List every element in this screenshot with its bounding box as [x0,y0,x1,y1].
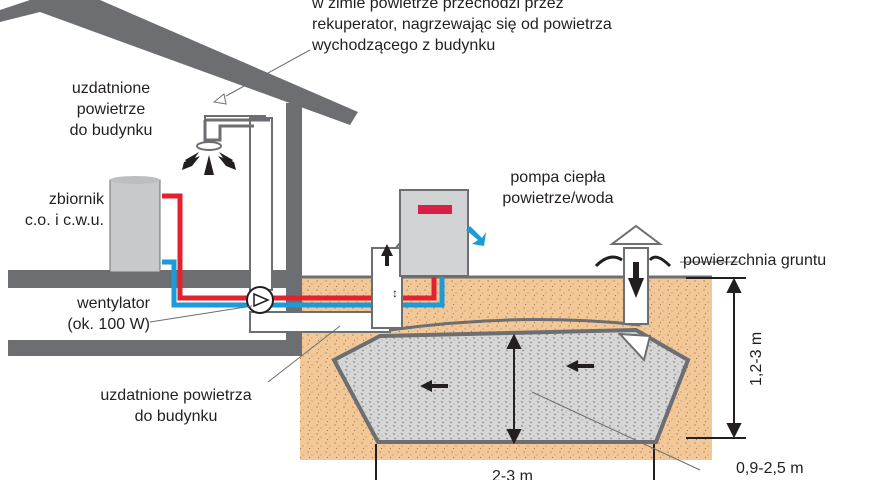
height-dimension [506,333,522,445]
treated-air-in-line-1: uzdatnione [71,80,151,97]
width-dimension [375,444,655,480]
gravel-bed [331,327,691,444]
tank-top [110,176,160,184]
basement-floor [8,340,302,356]
depth-label: 1,2-3 m [748,331,765,386]
treated-air-bottom-label: uzdatnione powietrza do budynku [78,385,274,427]
heat-pump-air-in-arrow [381,244,393,266]
width-label: 2-3 m [492,468,533,480]
chimney-right-swirl [648,255,672,268]
exhaust-chimney [623,247,649,325]
recuperator-leader-arrowhead [212,93,227,105]
house-wall [286,103,302,275]
roof [0,0,358,125]
recuperator-note-line-3: wychodzącego z budynku [312,37,496,54]
vertical-supply-duct [249,117,273,291]
fan-label: wentylator (ok. 100 W) [0,293,150,335]
heat-pump-label: pompa ciepła powietrze/woda [478,167,638,209]
air-outflow-arrows [182,152,236,175]
chimney-down-arrow [628,278,644,298]
heat-pump-label-line-2: powietrze/woda [502,190,614,207]
gravel-flow-arrows [420,360,594,392]
recuperator-note-line-1: w zimie powietrze przechodzi przez [312,0,564,12]
tank-label: zbiornik c.o. i c.w.u. [0,189,104,231]
heat-pump-unit [399,189,469,277]
horizontal-supply-duct [249,311,391,333]
treated-air-in-label: uzdatnione powietrze do budynku [36,78,186,141]
intake-hood [203,118,270,142]
treated-air-bottom-line-2: do budynku [134,408,218,425]
treated-air-bottom-line-1: uzdatnione powietrza [100,387,252,404]
tank-label-line-1: zbiornik [48,191,104,208]
leader-lines [149,49,740,471]
fan-label-line-1: wentylator [77,295,150,312]
heat-pump-air-out-arrow [466,226,486,246]
recuperator-note-line-2: rekuperator, nagrzewając się od powietrz… [312,16,612,33]
chimney-cap [609,224,663,245]
fan-label-line-2: (ok. 100 W) [67,316,150,333]
treated-air-in-line-3: do budynku [69,122,153,139]
membrane-top [389,318,641,332]
fan-blade [253,292,270,308]
floor-slab [8,270,302,288]
recuperator-note: w zimie powietrze przechodzi przez rekup… [312,0,612,56]
heat-pump-label-line-1: pompa ciepła [510,169,606,186]
treated-air-in-line-2: powietrze [76,101,146,118]
tank-label-line-2: c.o. i c.w.u. [24,212,104,229]
cold-water-pipe [162,259,445,308]
chimney-inlet-diffuser [617,332,652,363]
flow-symbol-1: ↕ [392,286,398,300]
intake-hood-cap [196,141,222,151]
depth-dimension [686,277,746,439]
height-label: 0,9-2,5 m [736,460,804,477]
hot-water-pipe [162,193,437,301]
heat-pump-display [418,205,452,214]
ground-surface-label: powierzchnia gruntu [683,252,827,269]
tank [109,179,161,273]
chimney-left-swirl [594,255,623,268]
chimney-down-stem [633,262,639,280]
